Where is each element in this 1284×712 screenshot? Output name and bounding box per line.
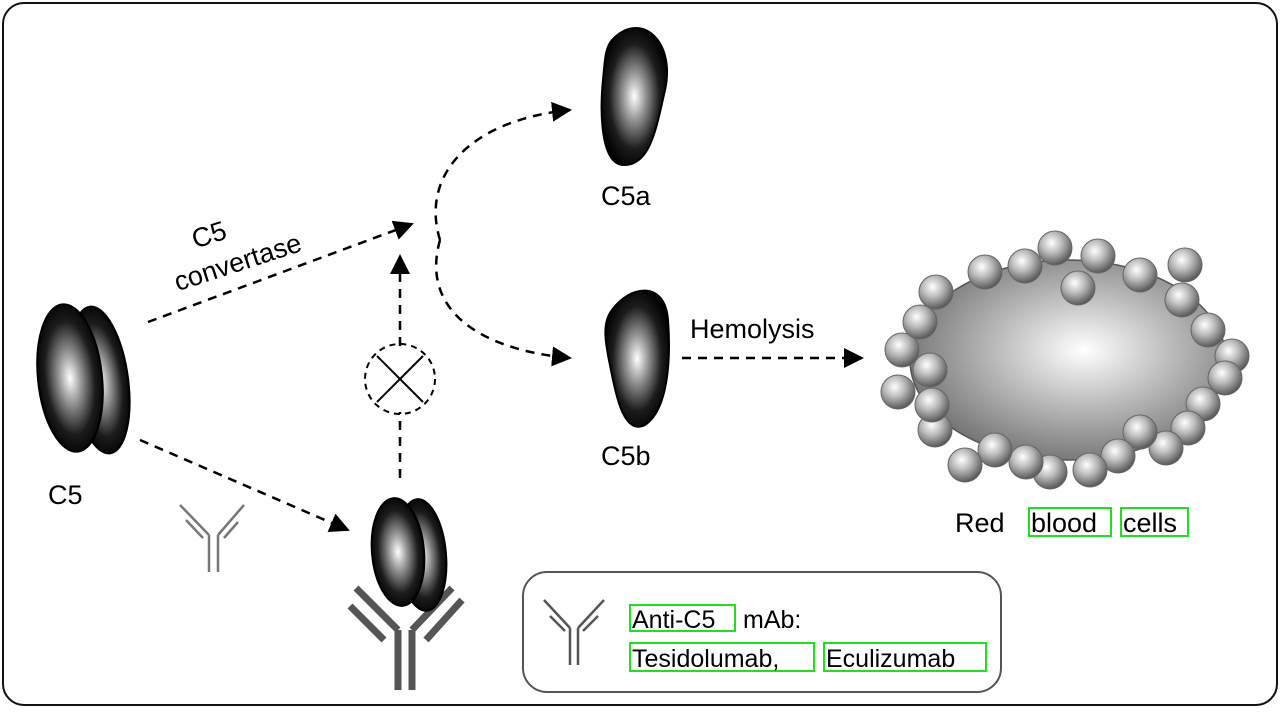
legend-tesidolumab: Tesidolumab,	[632, 645, 779, 673]
arrow-to-c5a	[434, 101, 572, 241]
legend-mab: mAb:	[743, 606, 801, 634]
block-x-icon	[364, 343, 436, 415]
antibody-icon	[179, 504, 245, 572]
arrow-to-c5b	[434, 239, 572, 367]
red-blood-cell	[880, 230, 1250, 490]
highlight-box-cells	[1120, 507, 1189, 537]
c5-label: C5	[48, 480, 83, 510]
highlight-box-eculizumab	[823, 642, 987, 672]
highlight-box-tesidolumab	[629, 642, 815, 672]
rbc-label-cells: cells	[1123, 508, 1177, 538]
rbc-label-red: Red	[955, 508, 1005, 538]
legend-anti-c5: Anti-C5	[632, 606, 715, 634]
c5-convertase-label-line1: C5	[188, 215, 230, 254]
c5b-fragment	[604, 289, 670, 428]
arrow-to-antibody-complex	[139, 438, 350, 533]
c5-molecule	[36, 303, 131, 455]
hemolysis-label: Hemolysis	[690, 314, 815, 344]
rbc-label-blood: blood	[1031, 508, 1097, 538]
antibody-c5-complex	[347, 497, 465, 690]
c5b-label: C5b	[601, 441, 651, 471]
legend-eculizumab: Eculizumab	[826, 645, 955, 673]
legend-antibody-icon	[543, 599, 605, 665]
c5a-label: C5a	[601, 181, 652, 211]
c5-convertase-label-line2: convertase	[170, 228, 305, 297]
highlight-box-blood	[1028, 507, 1112, 537]
highlight-box-anti-c5	[629, 604, 736, 632]
legend-box: Anti-C5 mAb: Tesidolumab, Eculizumab	[522, 571, 1002, 693]
complement-beads	[880, 230, 1250, 490]
c5a-fragment	[600, 27, 668, 167]
